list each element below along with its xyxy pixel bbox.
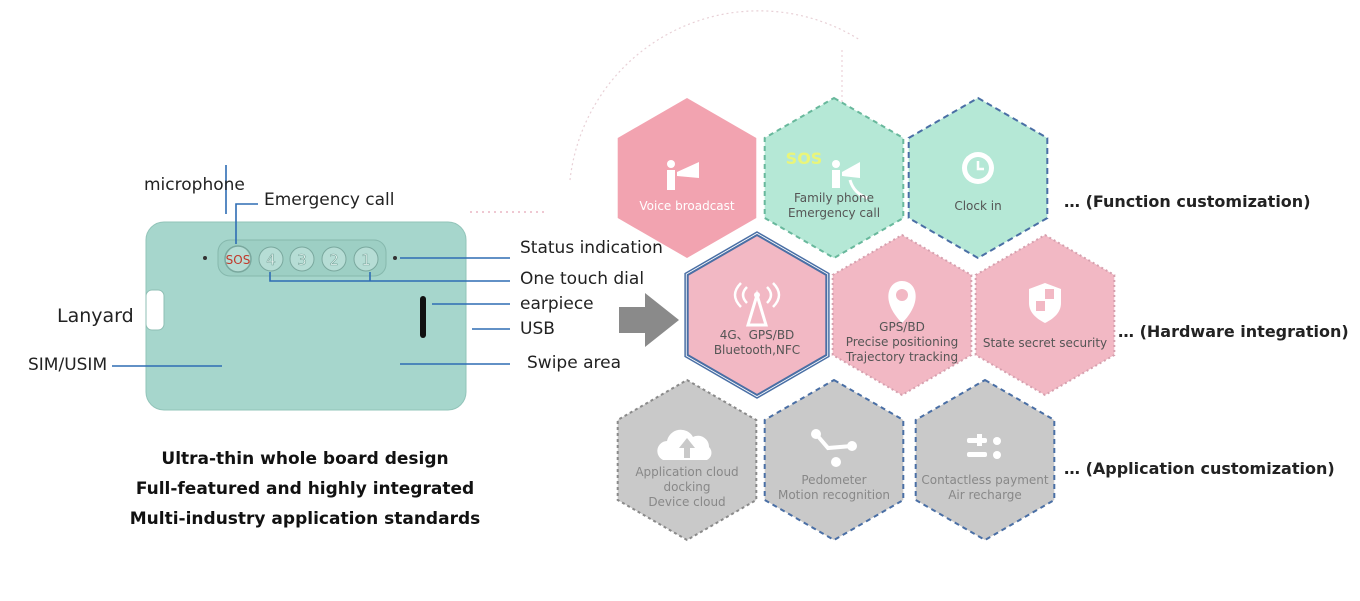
lanyard-label: Lanyard	[57, 305, 134, 327]
key-2	[321, 246, 347, 272]
key-4-label: 4	[266, 251, 276, 269]
key-2-label: 2	[329, 251, 339, 269]
earpiece-slot	[420, 296, 426, 338]
one-touch-dial-label: One touch dial	[520, 269, 645, 289]
row-note-function: … (Function customization)	[1064, 192, 1311, 211]
summary-line-3: Multi-industry application standards	[129, 509, 481, 529]
lanyard-slot	[145, 289, 165, 331]
swipe-area-label: Swipe area	[527, 353, 621, 373]
contactless-payment-icon	[967, 434, 1001, 459]
hex-label-line: Air recharge	[948, 488, 1022, 502]
hex-label-line: Precise positioning	[846, 335, 959, 349]
emergency-call-label: Emergency call	[264, 190, 395, 210]
hex-label-line: Clock in	[954, 199, 1001, 213]
key-3-label: 3	[297, 251, 307, 269]
hex-0-2: Clock in	[907, 96, 1049, 260]
hex-0-0: Voice broadcast	[617, 98, 757, 258]
summary-line-1: Ultra-thin whole board design	[161, 449, 449, 469]
leader-lines	[112, 165, 510, 367]
cloud-upload-icon	[657, 429, 712, 460]
hex-label-line: Voice broadcast	[639, 199, 735, 213]
megaphone-person-icon	[667, 160, 699, 190]
device-illustration: SOS 4 3 2 1	[112, 165, 510, 411]
shield-icon	[1029, 283, 1061, 323]
key-1-label: 1	[361, 251, 371, 269]
number-keys: 4 3 2 1	[258, 246, 379, 272]
location-pin-icon	[888, 281, 916, 323]
row-note-application: … (Application customization)	[1064, 459, 1335, 478]
sos-phone-icon	[832, 160, 869, 200]
one-touch-dial-line	[269, 272, 510, 282]
emergency-call-line	[235, 203, 258, 244]
hex-label-line: Trajectory tracking	[845, 350, 958, 364]
hex-label-line: State secret security	[983, 336, 1107, 350]
clock-icon	[962, 152, 994, 184]
hex-label-line: GPS/BD	[879, 320, 925, 334]
sim-usim-label: SIM/USIM	[28, 355, 108, 375]
key-3	[289, 246, 315, 272]
hex-label-line: Contactless payment	[921, 473, 1048, 487]
hex-label-line: 4G、GPS/BD	[720, 328, 795, 342]
usb-label: USB	[520, 319, 555, 339]
hex-label-line: Device cloud	[648, 495, 725, 509]
hex-label-line: docking	[663, 480, 710, 494]
signal-tower-icon	[733, 282, 781, 327]
status-led	[393, 256, 397, 260]
microphone-hole	[203, 256, 207, 260]
microphone-label: microphone	[144, 175, 245, 195]
key-4	[258, 246, 284, 272]
hex-1-2: State secret security	[974, 233, 1116, 397]
hex-label-line: Bluetooth,NFC	[714, 343, 800, 357]
hex-label-line: Emergency call	[788, 206, 880, 220]
hex-label-line: Pedometer	[801, 473, 866, 487]
pedometer-nodes-icon	[811, 429, 857, 467]
summary-line-2: Full-featured and highly integrated	[135, 479, 475, 499]
sos-key-label: SOS	[226, 253, 251, 267]
hex-label-line: Application cloud	[635, 465, 738, 479]
earpiece-label: earpiece	[520, 294, 594, 314]
sos-key	[224, 245, 252, 273]
arrow-icon	[619, 293, 679, 347]
status-indication-label: Status indication	[520, 238, 663, 258]
row-note-hardware: … (Hardware integration)	[1118, 322, 1349, 341]
hex-label-line: Family phone	[794, 191, 874, 205]
key-1	[353, 246, 379, 272]
hex-label-line: Motion recognition	[778, 488, 890, 502]
sos-badge: SOS	[786, 149, 823, 168]
